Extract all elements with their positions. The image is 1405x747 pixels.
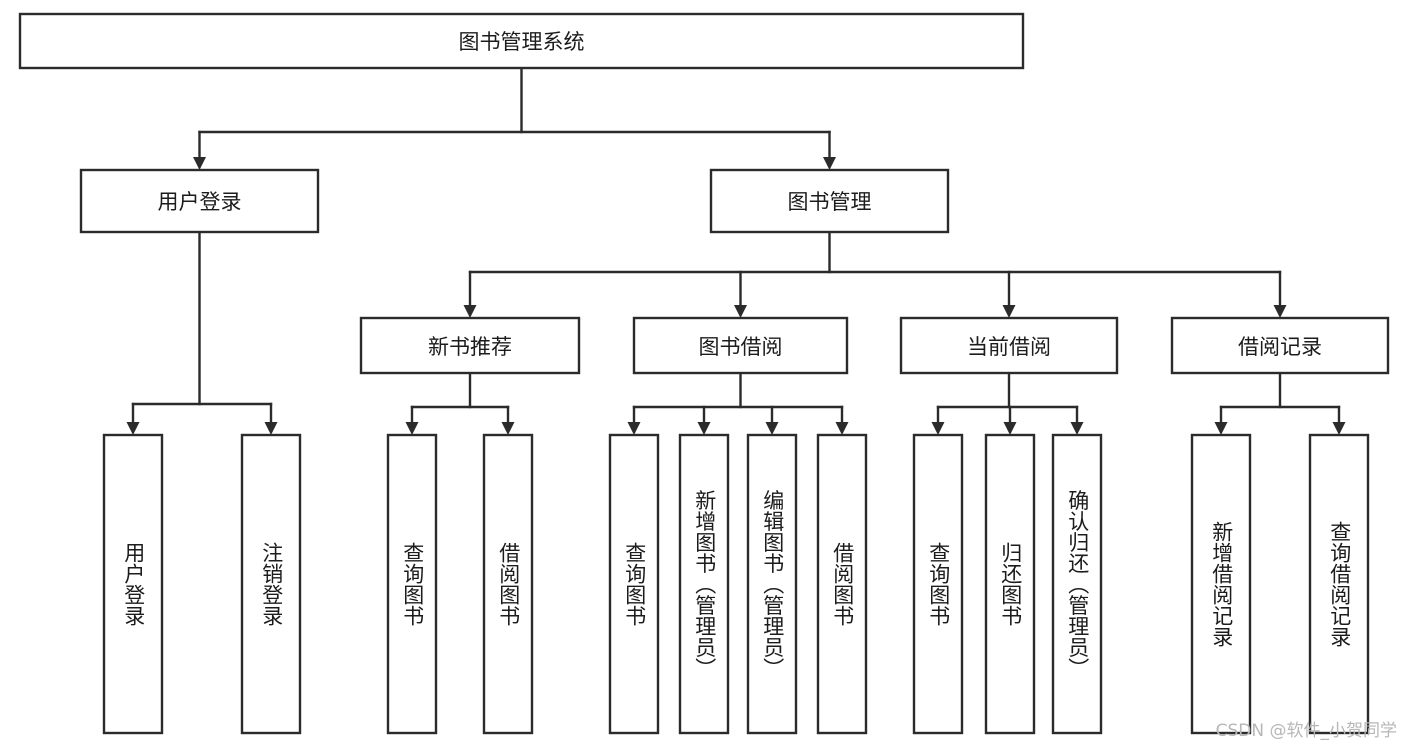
arrow-icon-leaf-query-book-rec bbox=[405, 422, 419, 435]
arrow-icon-book-borrow bbox=[734, 305, 747, 318]
connector-layer bbox=[126, 66, 1346, 435]
node-box-book-borrow[interactable] bbox=[632, 316, 849, 375]
arrow-icon-borrow-record bbox=[1273, 305, 1287, 318]
node-box-leaf-borrow-book[interactable] bbox=[816, 433, 868, 735]
node-box-leaf-add-book[interactable] bbox=[678, 433, 730, 735]
node-box-leaf-borrow-book-rec[interactable] bbox=[482, 433, 534, 735]
node-box-book-manage[interactable] bbox=[709, 168, 950, 234]
arrow-icon-leaf-query-book-bor bbox=[627, 422, 641, 435]
arrow-icon-leaf-user-login bbox=[126, 422, 140, 435]
node-box-layer bbox=[18, 12, 1390, 735]
arrow-icon-leaf-edit-book bbox=[765, 422, 779, 435]
node-box-leaf-add-record[interactable] bbox=[1190, 433, 1252, 735]
node-box-leaf-user-login[interactable] bbox=[102, 433, 164, 735]
arrow-icon-leaf-query-book-cur bbox=[931, 422, 945, 435]
arrow-icon-leaf-return-book bbox=[1003, 422, 1017, 435]
arrow-icon-current-borrow bbox=[1002, 305, 1016, 318]
node-box-leaf-logout[interactable] bbox=[240, 433, 302, 735]
node-box-new-book-rec[interactable] bbox=[359, 316, 581, 375]
node-box-leaf-query-record[interactable] bbox=[1308, 433, 1370, 735]
node-box-leaf-return-book[interactable] bbox=[984, 433, 1036, 735]
arrow-icon-leaf-logout bbox=[264, 422, 278, 435]
node-box-leaf-confirm-return[interactable] bbox=[1051, 433, 1103, 735]
arrow-icon-leaf-query-record bbox=[1332, 422, 1346, 435]
node-box-leaf-edit-book[interactable] bbox=[746, 433, 798, 735]
arrow-icon-book-manage bbox=[823, 157, 836, 170]
arrow-icon-leaf-add-book bbox=[697, 422, 711, 435]
node-box-borrow-record[interactable] bbox=[1170, 316, 1390, 375]
node-box-leaf-query-book-rec[interactable] bbox=[386, 433, 438, 735]
watermark-text: CSDN @软件_小贺同学 bbox=[1215, 721, 1397, 741]
node-box-user-login[interactable] bbox=[79, 168, 320, 234]
arrow-icon-user-login bbox=[193, 157, 206, 170]
node-box-current-borrow[interactable] bbox=[899, 316, 1119, 375]
arrow-icon-leaf-add-record bbox=[1214, 422, 1228, 435]
node-box-root[interactable] bbox=[18, 12, 1025, 70]
arrow-icon-leaf-confirm-return bbox=[1070, 422, 1084, 435]
node-box-leaf-query-book-bor[interactable] bbox=[608, 433, 660, 735]
node-box-leaf-query-book-cur[interactable] bbox=[912, 433, 964, 735]
arrow-icon-new-book-rec bbox=[463, 305, 477, 318]
arrow-icon-leaf-borrow-book-rec bbox=[501, 422, 515, 435]
arrow-icon-leaf-borrow-book bbox=[835, 422, 849, 435]
